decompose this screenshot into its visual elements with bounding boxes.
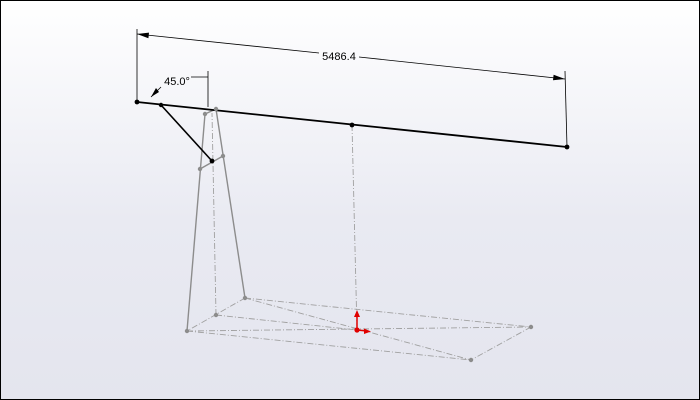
tower-strut-left-point[interactable] [197,166,203,172]
ground-line-back[interactable] [244,297,532,328]
length-dimension-label[interactable]: 5486.4 [322,51,356,63]
origin-triad-icon[interactable] [354,310,371,334]
ground-line-right[interactable] [470,326,532,361]
ground-construction-lines [186,112,532,361]
ground-line-diagonal-a[interactable] [186,326,532,332]
length-extension-right [564,70,568,148]
tower-leg-right[interactable] [215,108,246,299]
sketch-points [134,99,570,363]
beam-vertical-projection[interactable] [351,124,358,331]
ground-line-front[interactable] [186,330,472,361]
tower-strut-right-point[interactable] [220,153,226,159]
tower-center-axis[interactable] [211,112,217,316]
angle-arrow-icon [151,88,159,97]
length-dimension-line-left [136,33,320,54]
angle-dimension-label[interactable]: 45.0° [164,76,190,88]
ground-line-diagonal-b[interactable] [244,297,472,361]
ground-center-point[interactable] [213,312,219,318]
ground-back-right-point[interactable] [528,324,534,330]
brace-bottom-point[interactable] [209,158,215,164]
tower-top-left-point[interactable] [202,111,208,117]
length-dimension[interactable] [136,29,568,148]
beam-end-point[interactable] [564,144,570,150]
brace-top-point[interactable] [158,102,164,108]
angle-dimension[interactable] [150,71,209,107]
length-dimension-line-right [358,56,566,80]
ground-back-left-point[interactable] [242,295,248,301]
tower-leg-left[interactable] [186,113,206,332]
ground-front-left-point[interactable] [184,328,190,334]
diagonal-brace[interactable] [160,104,213,162]
beam-start-point[interactable] [134,99,140,105]
beam-mid-point[interactable] [349,122,355,128]
tower-top-right-point[interactable] [213,106,219,112]
ground-line-center[interactable] [215,314,358,331]
length-arrow-right-icon [553,74,565,81]
ground-front-right-point[interactable] [468,357,474,363]
length-arrow-left-icon [137,32,149,39]
